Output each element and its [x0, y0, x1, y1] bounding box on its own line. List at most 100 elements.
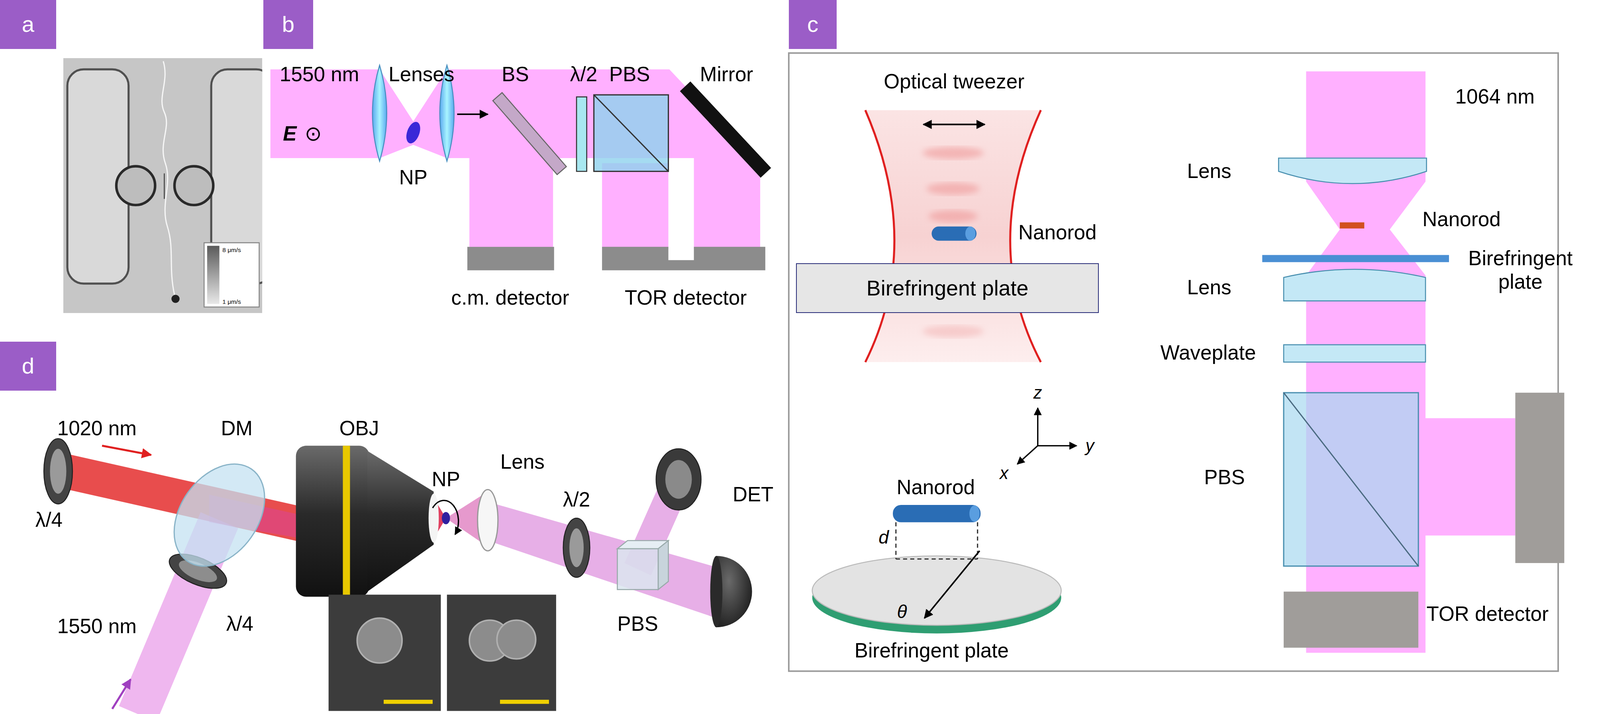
part-label: TOR detector: [1426, 602, 1550, 626]
waveplate: [1283, 345, 1426, 363]
laser-beam: [601, 163, 669, 250]
part-label: NP: [399, 165, 428, 190]
objective: [343, 445, 351, 597]
part-label: Lens: [500, 450, 545, 475]
birefringent-disk: [812, 556, 1062, 634]
beam-arrow: [101, 445, 151, 710]
birefringent-disk: [812, 556, 1062, 626]
panel-letter: c: [788, 0, 837, 50]
part-label: Lenses: [388, 62, 455, 87]
nanorod: [1339, 222, 1365, 229]
direction-arrow: [456, 113, 488, 116]
part-label: λ/4: [226, 612, 254, 637]
part-label: NP: [431, 467, 461, 492]
half-wave-plate: [563, 518, 591, 578]
birefringent-plate: [1262, 254, 1450, 263]
part-label: Optical tweezer: [883, 69, 1025, 94]
nanoparticle: [432, 500, 459, 536]
part-label: Birefringent plate: [1460, 247, 1581, 295]
motion-arrow: [923, 123, 985, 126]
beam-arrow: [101, 445, 151, 455]
axes: [1017, 408, 1077, 465]
quarter-wave-plate: [50, 449, 67, 495]
nanorod: [969, 505, 980, 522]
nanorod: [892, 505, 981, 523]
part-label: Birefringent plate: [854, 639, 1009, 663]
motion-arrow: [923, 123, 985, 126]
part-label: Nanorod: [896, 476, 975, 500]
panel-letter-text: a: [21, 11, 35, 38]
objective: [296, 445, 370, 597]
part-label: OBJ: [339, 416, 380, 441]
part-label: θ: [897, 601, 908, 623]
detector: [1515, 392, 1565, 564]
sem-inset: [328, 594, 442, 712]
optical-tweezer-beam: [928, 210, 978, 223]
sem-inset: [500, 700, 550, 704]
lens: [477, 489, 499, 551]
part-label: Nanorod: [1422, 207, 1501, 232]
direction-arrow: [456, 113, 488, 116]
part-label: λ/2: [570, 62, 598, 87]
sem-inset: [447, 594, 557, 712]
part-label: DM: [220, 416, 253, 441]
sem-inset: [496, 620, 536, 659]
nanorod: [931, 226, 977, 242]
part-label: 1064 nm: [1455, 85, 1535, 109]
part-label: Mirror: [700, 62, 754, 87]
axes: [1037, 445, 1077, 447]
part-label: TOR detector: [624, 286, 748, 310]
panel-frame: [788, 52, 1559, 672]
nanorod: [931, 226, 977, 242]
half-wave-plate: [576, 96, 587, 172]
part-label: DET: [732, 483, 774, 507]
lens: [1278, 158, 1427, 302]
axes: [1037, 408, 1039, 447]
micrograph: [207, 245, 220, 304]
optical-tweezer-beam: [922, 147, 984, 160]
optical-tweezer-beam: [922, 325, 984, 338]
detector: [656, 449, 702, 511]
beam-arrow: [112, 679, 131, 710]
pbs-cube: [617, 541, 669, 591]
part-label: BS: [501, 62, 529, 87]
mirror: [680, 81, 772, 178]
nanorod: [965, 226, 976, 242]
micrograph: [63, 58, 263, 314]
laser-beam: [1418, 418, 1516, 536]
part-label: 1550 nm: [279, 62, 359, 87]
objective: [367, 450, 434, 592]
part-label: 8 μm/s: [222, 246, 241, 254]
nanoparticle: [432, 500, 459, 536]
pbs-cube: [1283, 392, 1419, 567]
part-label: 1 μm/s: [222, 298, 241, 306]
detector: [710, 556, 723, 628]
sem-inset: [328, 594, 557, 712]
pbs-cube: [594, 94, 669, 172]
half-wave-plate: [563, 518, 591, 578]
panel-frame: [788, 52, 1559, 672]
pbs-cube: [617, 549, 659, 590]
sem-inset: [356, 618, 402, 664]
micrograph: [116, 166, 155, 206]
beam-splitter: [492, 92, 567, 175]
part-label: E: [282, 121, 297, 146]
micrograph: [171, 294, 180, 303]
pbs-cube: [594, 94, 669, 172]
detector: [665, 460, 693, 499]
laser-beam: [694, 96, 761, 250]
optical-tweezer-beam: [865, 110, 1042, 363]
part-label: ⊙: [304, 121, 322, 146]
sem-inset: [383, 700, 433, 704]
panel-letter: d: [0, 341, 57, 391]
nanorod: [892, 505, 981, 523]
part-label: PBS: [1203, 465, 1246, 490]
part-label: 1550 nm: [57, 614, 137, 639]
quarter-wave-plate: [43, 438, 73, 504]
lens: [372, 65, 387, 162]
optical-tweezer-beam: [865, 110, 895, 363]
projection-lines: [896, 522, 980, 619]
part-label: 1020 nm: [57, 416, 137, 441]
